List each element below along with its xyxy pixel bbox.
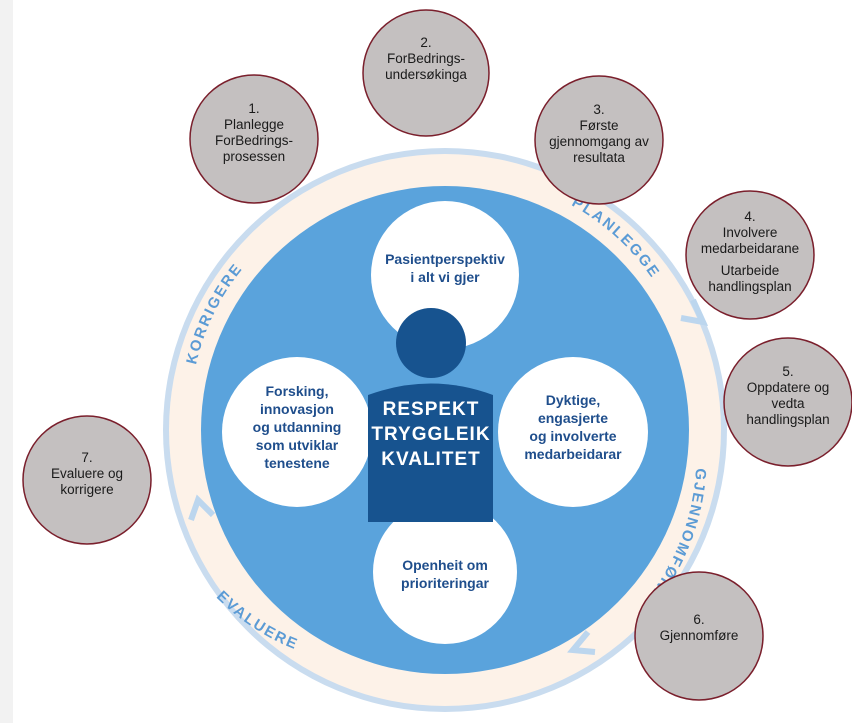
step-label-line: 2. [420, 35, 431, 50]
inner-label-left: Forsking, innovasjon og utdanning som utvik… [253, 383, 342, 471]
step-label-line: Første [580, 118, 619, 133]
step-circle [634, 571, 764, 701]
inner-circle-top [371, 201, 519, 349]
inner-label-right-line: medarbeidarar [524, 446, 622, 462]
step-label-line: Gjennomføre [660, 628, 739, 643]
inner-label-top-line: i alt vi gjer [410, 269, 480, 285]
inner-label-left-line: innovasjon [260, 401, 334, 417]
step-label-line: Oppdatere og [747, 380, 830, 395]
step-label-line: gjennomgang av [549, 134, 649, 149]
step-label-line: Planlegge [224, 117, 284, 132]
person-figure [368, 308, 493, 522]
step-label-line: 7. [81, 450, 92, 465]
inner-label-left-line: og utdanning [253, 419, 342, 435]
step-label-line: resultata [573, 150, 625, 165]
inner-circle-bottom [373, 500, 517, 644]
inner-circle-left [222, 357, 372, 507]
center-values: RESPEKT TRYGGLEIK KVALITET [371, 399, 490, 470]
inner-label-bottom: Openheit om prioriteringar [401, 557, 489, 591]
step-label-line: 4. [744, 209, 755, 224]
inner-label-right-line: og involverte [529, 428, 616, 444]
inner-label-right: Dyktige, engasjerte og involverte medarbeid… [524, 392, 622, 462]
step-6: 6.Gjennomføre [634, 571, 764, 701]
step-label-line: Utarbeide [721, 263, 780, 278]
person-head-icon [396, 308, 466, 378]
step-circle [22, 415, 152, 545]
inner-label-bottom-line: prioriteringar [401, 575, 489, 591]
inner-label-left-line: Forsking, [265, 383, 328, 399]
center-values-line: RESPEKT [383, 399, 480, 420]
diagram-canvas: PLANLEGGE GJENNOMFØRE EVALUERE KORRIGERE… [13, 0, 852, 723]
inner-label-right-line: Dyktige, [546, 392, 600, 408]
step-label-line: medarbeidarane [701, 241, 799, 256]
inner-label-top: Pasientperspektiv i alt vi gjer [385, 251, 505, 285]
inner-label-left-line: tenestene [264, 455, 330, 471]
center-values-line: KVALITET [381, 449, 480, 470]
inner-label-top-line: Pasientperspektiv [385, 251, 505, 267]
person-body-icon [368, 383, 493, 522]
step-label-line: undersøkinga [385, 67, 467, 82]
step-label-line: ForBedrings- [387, 51, 465, 66]
arrow-evaluere [188, 494, 216, 521]
inner-label-right-line: engasjerte [538, 410, 608, 426]
inner-label-bottom-line: Openheit om [402, 557, 488, 573]
step-label-line: handlingsplan [746, 412, 829, 427]
step-label-line: handlingsplan [708, 279, 791, 294]
step-label-line: 6. [693, 612, 704, 627]
quality-cycle-diagram: PLANLEGGE GJENNOMFØRE EVALUERE KORRIGERE… [22, 9, 852, 712]
step-circle [723, 337, 852, 467]
step-label-line: korrigere [60, 482, 113, 497]
arrow-planlegge [680, 298, 709, 326]
step-circle [534, 75, 664, 205]
step-label: 2.ForBedrings-undersøkinga [385, 35, 467, 82]
step-label-line: Involvere [723, 225, 778, 240]
step-label-line: Evaluere og [51, 466, 123, 481]
step-circle [362, 9, 490, 137]
step-label-line: vedta [771, 396, 805, 411]
step-label: 6.Gjennomføre [660, 612, 739, 643]
inner-circle-right [498, 357, 648, 507]
step-label-line: ForBedrings- [215, 133, 293, 148]
step-circle [189, 74, 319, 204]
step-2: 2.ForBedrings-undersøkinga [362, 9, 490, 137]
center-values-line: TRYGGLEIK [371, 424, 490, 445]
arrow-gjennomfore [567, 630, 596, 655]
step-label-line: 3. [593, 102, 604, 117]
inner-label-left-line: som utviklar [256, 437, 339, 453]
step-label-line: prosessen [223, 149, 285, 164]
step-label-line: 1. [248, 101, 259, 116]
step-label-line: 5. [782, 364, 793, 379]
step-circle [685, 190, 815, 320]
